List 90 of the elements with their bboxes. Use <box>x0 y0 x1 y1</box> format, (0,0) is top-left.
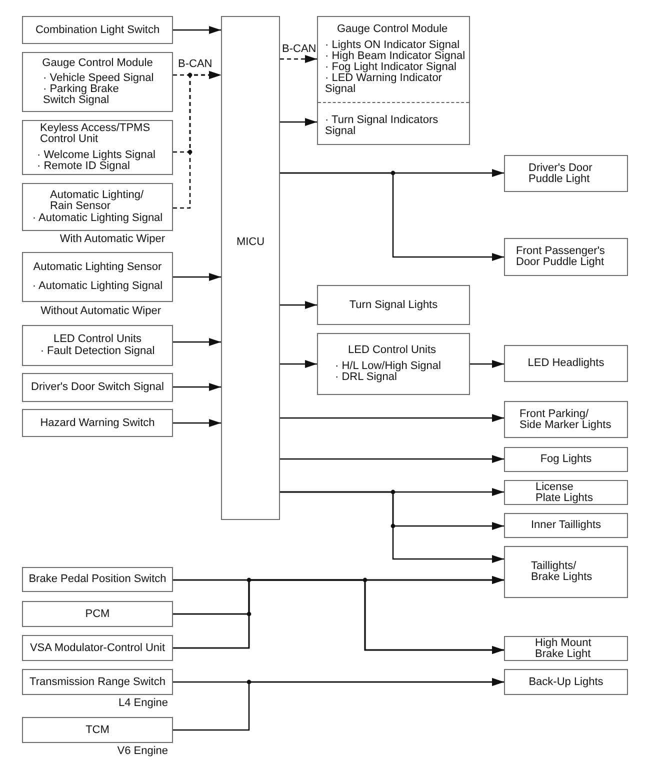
component-box <box>504 238 628 276</box>
box-label: TCM <box>86 724 110 736</box>
component-box <box>22 120 173 175</box>
box-label: Back-Up Lights <box>528 676 604 688</box>
arrow <box>280 172 504 261</box>
arrow <box>280 455 504 463</box>
box-title: Gauge Control Module <box>337 24 448 35</box>
box-title: LED Control Units <box>348 345 436 356</box>
signal-item: · Automatic Lighting Signal <box>32 281 163 292</box>
box-label: VSA Modulator-Control Unit <box>30 642 166 654</box>
component-box <box>22 373 173 402</box>
box-label: MICU <box>236 237 265 248</box>
signal-item: · Vehicle Speed Signal <box>43 73 154 84</box>
box-label: Turn Signal Lights <box>349 300 438 310</box>
box-label: LED Headlights <box>528 358 604 369</box>
arrow <box>173 71 221 209</box>
component-box <box>504 447 628 472</box>
edge-label: B-CAN <box>281 44 318 55</box>
edge-label: B-CAN <box>177 59 214 70</box>
box-label: Transmission Range Switch <box>30 676 166 688</box>
component-box <box>22 52 173 112</box>
component-box <box>317 16 470 145</box>
box-label: Driver's Door Switch Signal <box>31 382 164 393</box>
signal-item: · LED Warning Indicator Signal <box>325 73 442 95</box>
box-title: LED Control Units <box>53 334 142 345</box>
component-box <box>221 16 280 520</box>
signal-item: · Fog Light Indicator Signal <box>325 62 456 73</box>
component-box <box>504 155 628 192</box>
arrow <box>173 273 221 281</box>
box-label: High Mount Brake Light <box>535 638 592 660</box>
signal-item: · Fault Detection Signal <box>40 346 155 357</box>
component-box <box>22 325 173 366</box>
component-box <box>504 401 628 438</box>
variant-note: Without Automatic Wiper <box>40 306 161 317</box>
signal-item: · Automatic Lighting Signal <box>32 213 163 224</box>
arrow <box>280 118 317 126</box>
arrow <box>173 678 504 731</box>
box-label: Inner Taillights <box>530 520 602 531</box>
component-box <box>504 669 628 695</box>
box-label: Fog Lights <box>540 454 592 465</box>
component-box <box>22 601 173 627</box>
arrow <box>470 360 504 368</box>
signal-item: · Turn Signal Indicators Signal <box>325 115 440 137</box>
box-label: Hazard Warning Switch <box>40 418 155 428</box>
component-box <box>504 480 628 505</box>
variant-note: L4 Engine <box>118 698 168 709</box>
arrow <box>173 26 221 34</box>
signal-item: · DRL Signal <box>335 372 397 383</box>
arrow <box>280 55 317 63</box>
component-box <box>317 333 470 395</box>
component-box <box>22 717 173 743</box>
arrow <box>280 301 317 309</box>
component-box <box>22 16 173 44</box>
box-label: Combination Light Switch <box>35 24 160 36</box>
arrow <box>280 360 317 368</box>
component-box <box>504 636 628 661</box>
component-box <box>504 345 628 382</box>
signal-item: · Welcome Lights Signal <box>37 150 156 161</box>
box-label: Driver's Door Puddle Light <box>528 162 594 184</box>
component-box <box>22 183 173 231</box>
variant-note: With Automatic Wiper <box>60 234 165 245</box>
box-label: Front Passenger's Door Puddle Light <box>516 246 606 268</box>
component-box <box>317 285 470 325</box>
arrow <box>173 383 221 391</box>
box-label: Front Parking/ Side Marker Lights <box>520 408 612 430</box>
component-box <box>22 669 173 695</box>
component-box <box>22 252 173 302</box>
arrow <box>280 491 504 563</box>
box-title: Automatic Lighting/ Rain Sensor <box>50 190 145 212</box>
signal-item: · Parking Brake Switch Signal <box>43 84 119 106</box>
variant-note: V6 Engine <box>117 746 168 757</box>
signal-item: · Remote ID Signal <box>37 161 130 172</box>
signal-item: · Lights ON Indicator Signal <box>325 40 460 51</box>
component-box <box>504 546 628 598</box>
box-title: Keyless Access/TPMS Control Unit <box>40 123 152 145</box>
arrow <box>173 419 221 427</box>
signal-item: · H/L Low/High Signal <box>335 361 441 372</box>
box-title: Gauge Control Module <box>42 58 153 69</box>
component-box <box>22 567 173 592</box>
component-box <box>22 635 173 661</box>
box-label: Taillights/ Brake Lights <box>531 561 594 583</box>
arrow <box>173 338 221 346</box>
box-label: License Plate Lights <box>536 482 594 504</box>
component-box <box>22 409 173 437</box>
box-title: Automatic Lighting Sensor <box>33 262 162 273</box>
component-box <box>504 513 628 538</box>
box-label: Brake Pedal Position Switch <box>28 574 166 585</box>
signal-item: · High Beam Indicator Signal <box>325 51 465 62</box>
box-label: PCM <box>85 608 110 620</box>
arrow <box>280 414 504 422</box>
